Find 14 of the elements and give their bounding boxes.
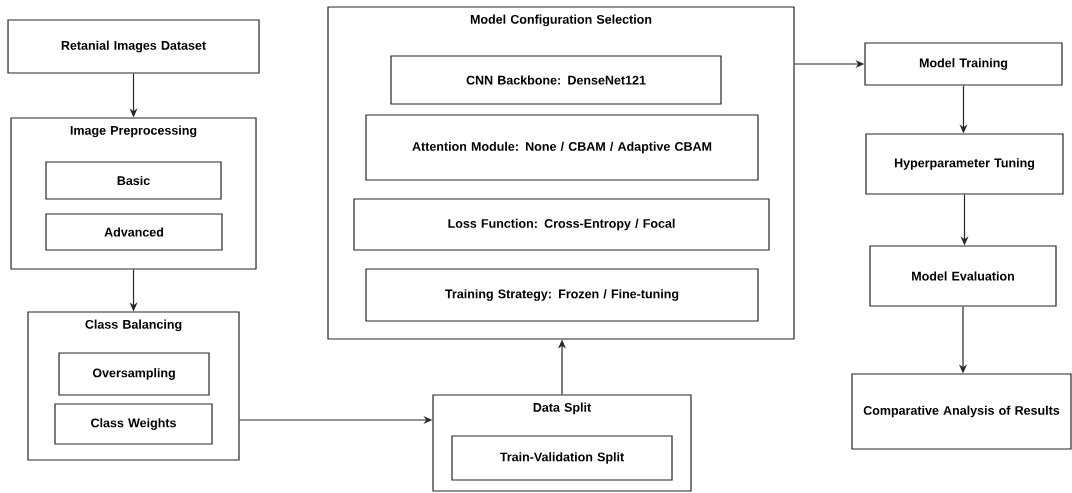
option-box: CNN Backbone: DenseNet121	[390, 55, 722, 105]
option-box: Loss Function: Cross-Entropy / Focal	[353, 198, 770, 251]
process-box: Comparative Analysis of Results	[851, 373, 1072, 450]
process-box: Hyperparameter Tuning	[865, 133, 1064, 195]
process-box: Model Evaluation	[869, 245, 1057, 307]
option-box: Oversampling	[58, 352, 210, 396]
option-box: Training Strategy: Frozen / Fine-tuning	[365, 268, 759, 322]
option-box: Advanced	[45, 213, 223, 251]
option-box: Train-Validation Split	[451, 435, 673, 481]
process-box: Model Training	[864, 42, 1063, 86]
option-box: Attention Module: None / CBAM / Adaptive CBAM	[365, 114, 759, 181]
option-box: Basic	[45, 161, 222, 200]
process-box: Retanial Images Dataset	[7, 19, 260, 74]
option-box: Class Weights	[54, 403, 213, 445]
